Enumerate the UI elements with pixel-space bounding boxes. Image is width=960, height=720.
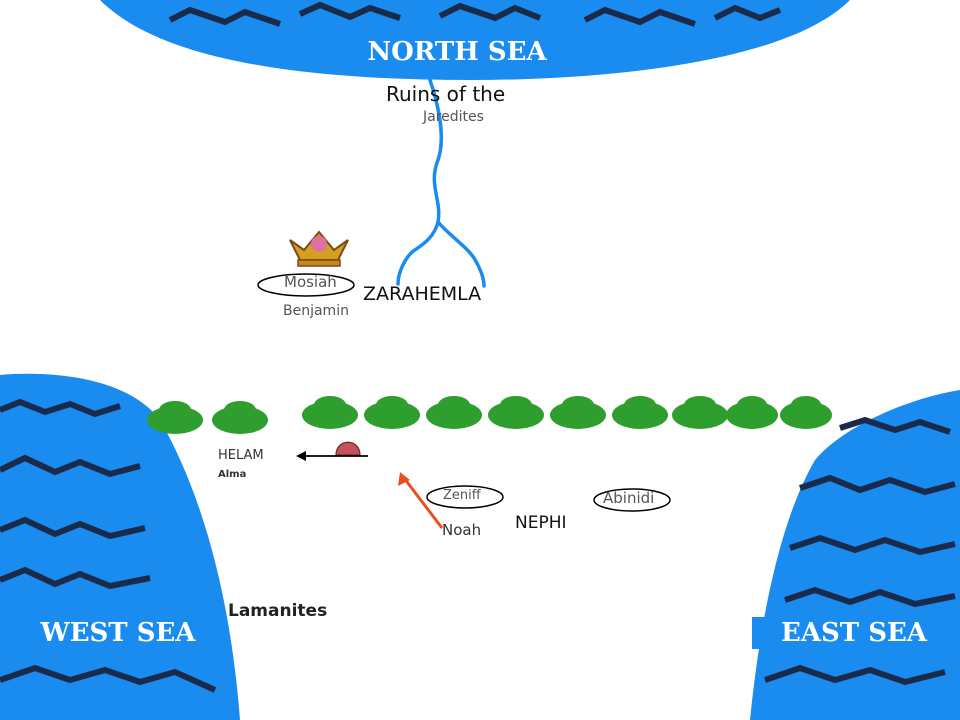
mosiah-label: Mosiah [284,273,337,291]
noah-arrow-head [398,472,410,486]
forest-icon [212,401,268,434]
abinidi-label: Abinidi [603,489,655,507]
east-sea [750,390,960,720]
forest-icon [726,396,778,429]
forest-strip [147,396,832,434]
noah-label: Noah [442,521,482,539]
alma-label: Alma [218,469,247,480]
abinidi-oval [593,488,671,512]
west-sea-waves [0,398,217,693]
west-sea-banner: WEST SEA [18,617,218,649]
zeniff-oval [426,485,504,509]
helam-label: HELAM [218,448,264,463]
forest-icon [426,396,482,429]
forest-icon [364,396,420,429]
helam-arrow-head [296,451,306,461]
jaredites-label: Jaredites [423,109,484,125]
forest-icon [780,396,832,429]
forest-icon [672,396,728,429]
forest-icon [612,396,668,429]
zeniff-label: Zeniff [443,488,481,503]
east-sea-waves [764,416,956,686]
dome-icon [335,441,361,456]
lamanites-label: Lamanites [228,601,328,621]
crown-icon [289,230,349,267]
mosiah-oval [257,273,355,297]
north-sea-banner: NORTH SEA [337,36,577,68]
forest-icon [550,396,606,429]
forest-icon [302,396,358,429]
ruins-label: Ruins of the [386,82,506,106]
forest-icon [488,396,544,429]
forest-icon [147,401,203,434]
north-sea-waves [168,1,782,27]
river [396,78,486,288]
benjamin-label: Benjamin [283,303,349,319]
east-sea-banner: EAST SEA [752,617,956,649]
zarahemla-label: ZARAHEMLA [363,283,482,305]
noah-arrow [402,477,444,529]
nephi-label: NEPHI [515,513,567,533]
